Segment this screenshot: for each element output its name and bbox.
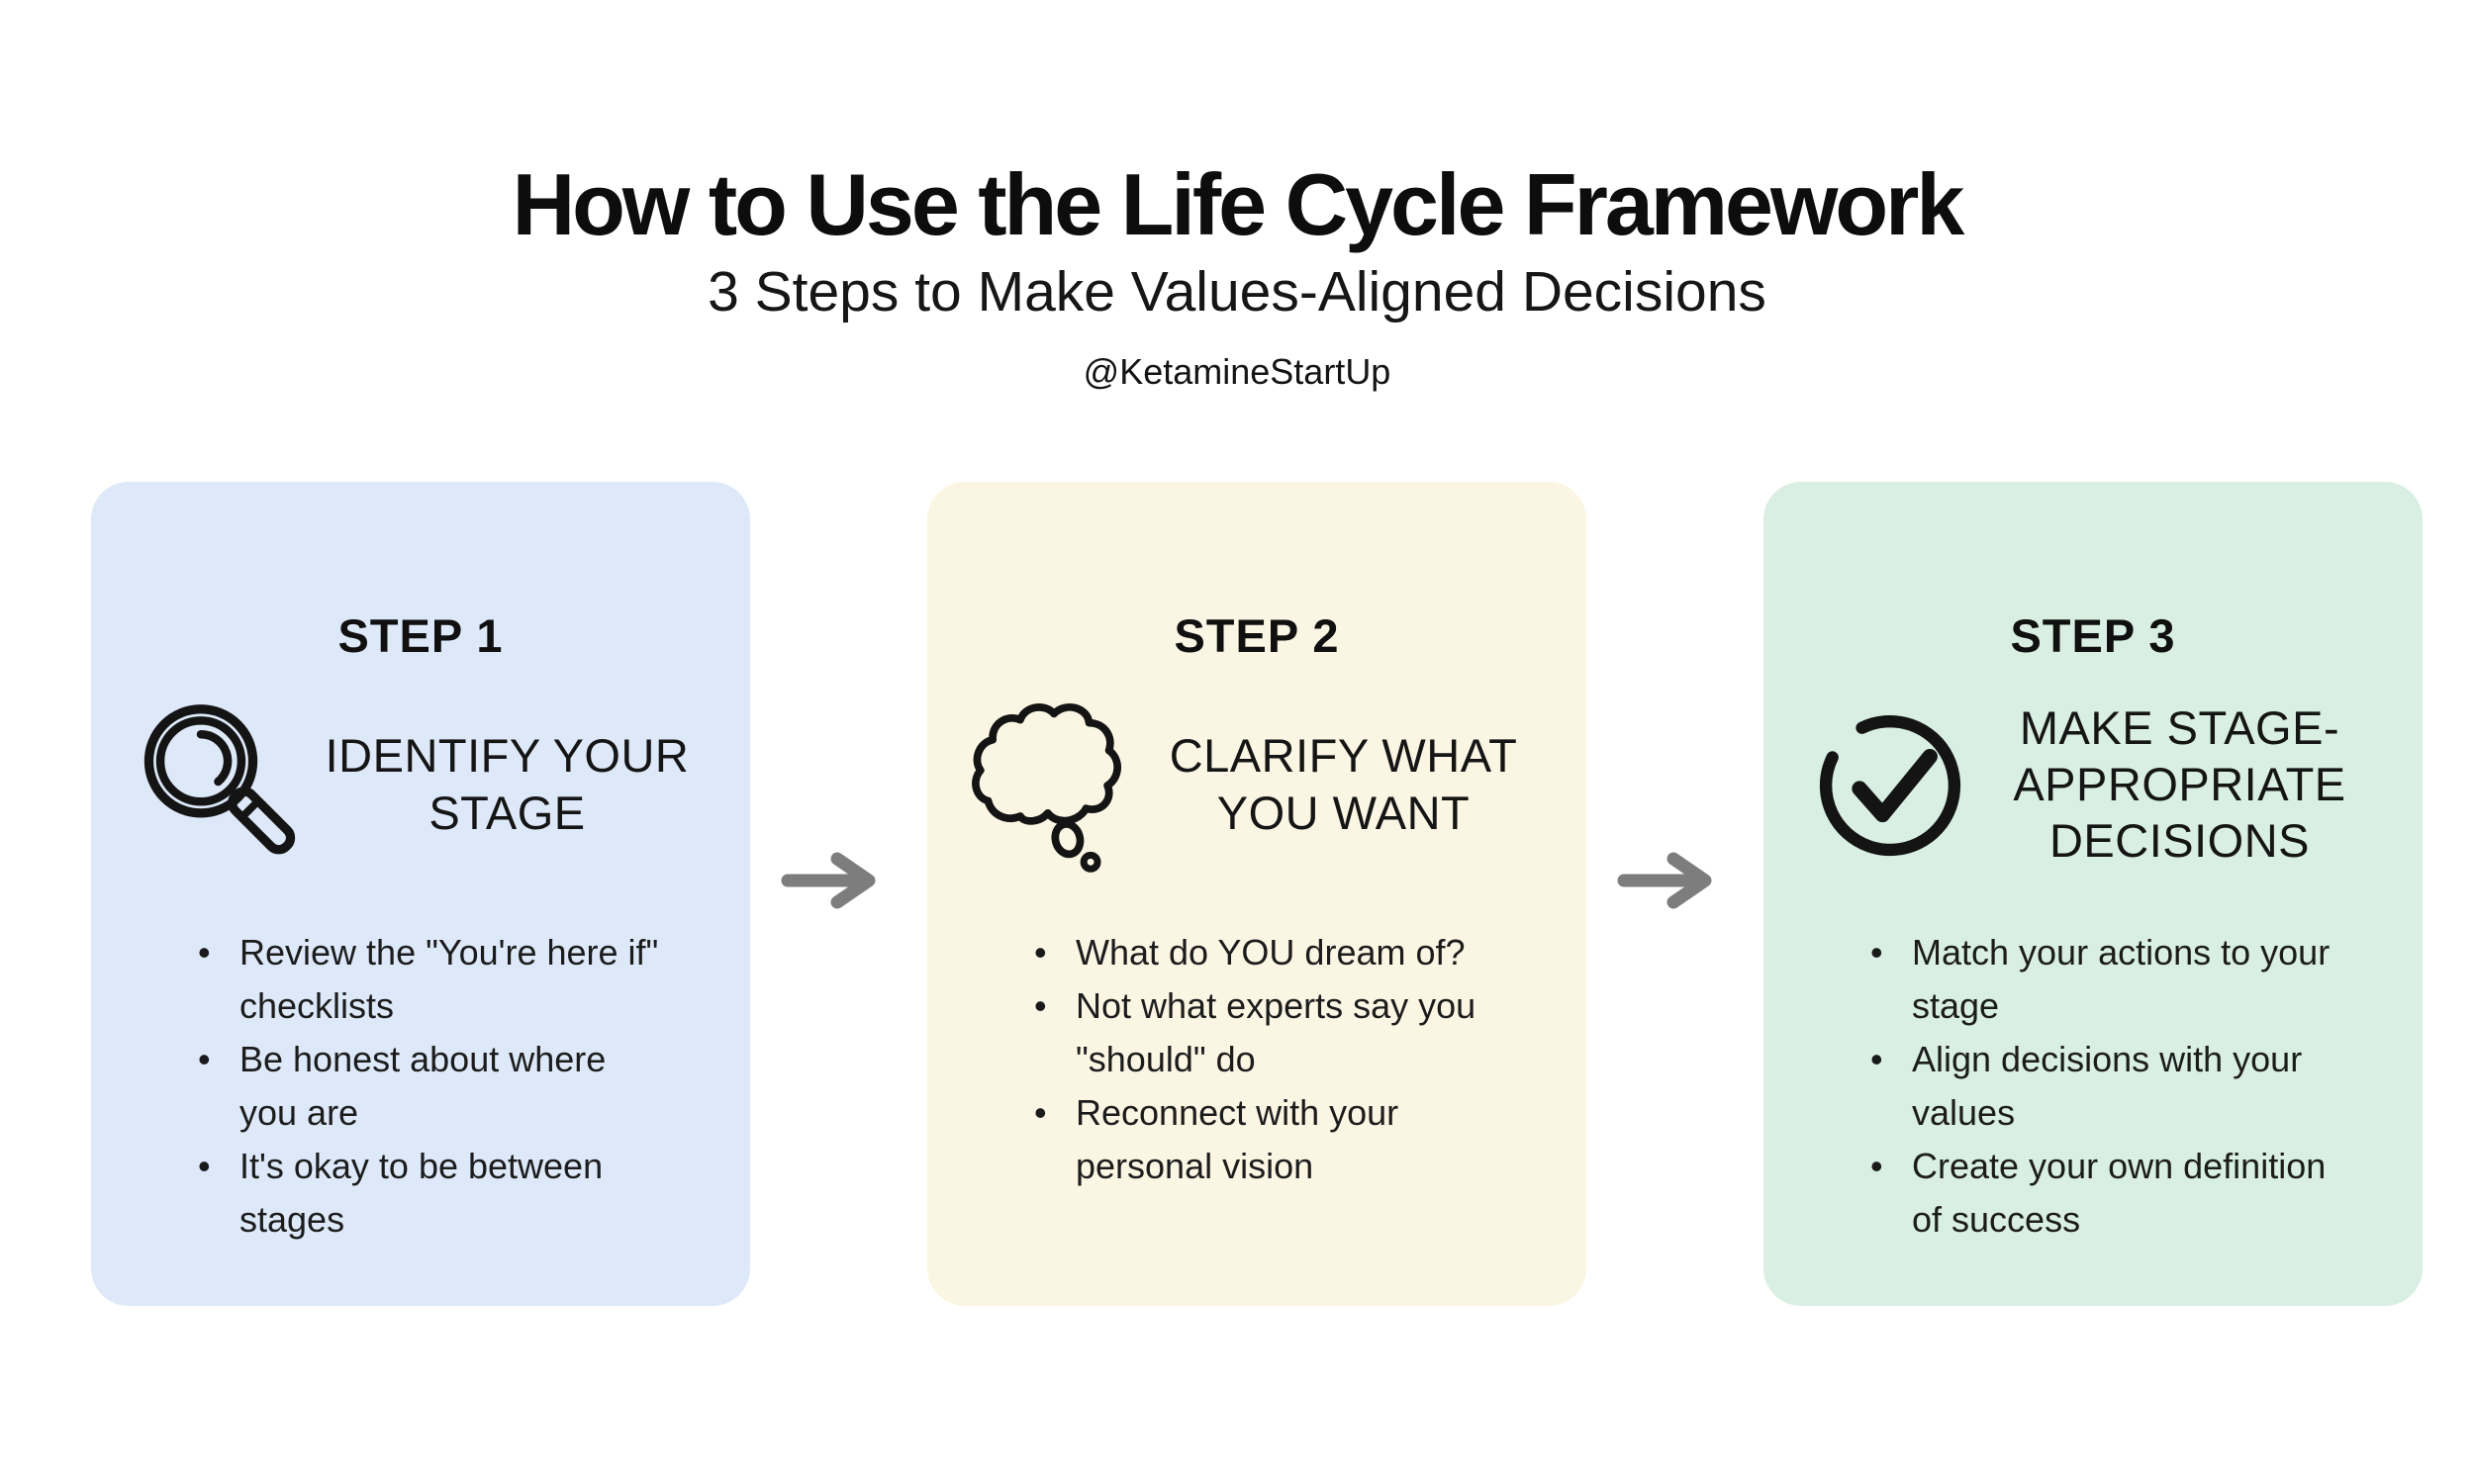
- bullet-text: Create your own definition of success: [1912, 1146, 2327, 1240]
- card-title: CLARIFY WHAT YOU WANT: [1169, 729, 1518, 839]
- bullet-dot: •: [1034, 932, 1047, 973]
- step-label: STEP 2: [1174, 609, 1340, 662]
- card-title: IDENTIFY YOUR STAGE: [325, 729, 690, 839]
- step-card-1: STEP 1 IDENTIFY YOUR STAGE: [91, 482, 750, 1306]
- bullet-dot: •: [198, 1146, 211, 1186]
- card-title: MAKE STAGE-APPROPRIATE DECISIONS: [2013, 700, 2346, 868]
- card-icon-box: [131, 686, 304, 883]
- card-icon-box: [967, 686, 1140, 883]
- check-circle-icon: [1819, 714, 1960, 857]
- bullet-dot: •: [1870, 1146, 1883, 1186]
- card-header-row: CLARIFY WHAT YOU WANT: [967, 668, 1547, 900]
- page-title: How to Use the Life Cycle Framework: [512, 155, 1965, 253]
- card-icon-box: [1803, 686, 1976, 883]
- bullet-text: Be honest about where you are: [239, 1039, 607, 1133]
- bullet-dot: •: [1870, 1039, 1883, 1079]
- bullet-dot: •: [1870, 932, 1883, 973]
- bullet-list: • Match your actions to your stage • Align …: [1803, 926, 2383, 1247]
- bullet-text: Reconnect with your personal vision: [1076, 1092, 1399, 1186]
- bullet-text: It's okay to be between stages: [239, 1146, 604, 1240]
- bullet-item: • Align decisions with your values: [1870, 1033, 2337, 1140]
- step-card-3: STEP 3 MAKE STAGE-APPROPRIATE DECISIONS …: [1763, 482, 2423, 1306]
- step-card-2: STEP 2 CLARIFY WHAT YOU WANT • What do YO…: [927, 482, 1586, 1306]
- bullet-list: •Review the "You're here if" checklists•…: [131, 926, 711, 1247]
- bullet-item: • Not what experts say you "should" do: [1034, 979, 1501, 1086]
- bullet-item: • It's okay to be between stages: [198, 1140, 665, 1247]
- bullet-dot: •: [1034, 1092, 1047, 1133]
- bullet-text: What do YOU dream of?: [1076, 932, 1466, 973]
- step-label: STEP 1: [337, 609, 504, 662]
- bullet-item: • Create your own definition of success: [1870, 1140, 2337, 1247]
- infographic-header: How to Use the Life Cycle Framework 3 St…: [0, 155, 2474, 393]
- arrow-right-icon: [781, 852, 875, 908]
- thought-cloud-icon: [971, 702, 1121, 873]
- bullet-item: • Match your actions to your stage: [1870, 926, 2337, 1033]
- card-header-row: IDENTIFY YOUR STAGE: [131, 668, 711, 900]
- bullet-dot: •: [198, 932, 211, 973]
- bullet-item: • Review the "You're here if" checklists: [198, 926, 665, 1033]
- card-header-row: MAKE STAGE-APPROPRIATE DECISIONS: [1803, 668, 2383, 900]
- bullet-item: • Be honest about where you are: [198, 1033, 665, 1140]
- card-gutter: [1586, 482, 1763, 1306]
- page-subtitle: 3 Steps to Make Values-Aligned Decisions: [708, 259, 1766, 324]
- bullet-dot: •: [198, 1039, 211, 1079]
- arrow-right-icon: [1617, 852, 1711, 908]
- bullet-text: Not what experts say you "should" do: [1076, 985, 1476, 1079]
- bullet-item: • Reconnect with your personal vision: [1034, 1086, 1501, 1193]
- magnifying-glass-icon: [143, 704, 295, 855]
- bullet-item: • What do YOU dream of?: [1034, 926, 1501, 979]
- author-handle: @KetamineStartUp: [1083, 350, 1391, 392]
- bullet-list: • What do YOU dream of? • Not what experts …: [967, 926, 1547, 1193]
- bullet-dot: •: [1034, 985, 1047, 1026]
- cards-row: STEP 1 IDENTIFY YOUR STAGE: [91, 482, 2423, 1306]
- step-label: STEP 3: [2010, 609, 2176, 662]
- bullet-text: Review the "You're here if" checklists: [239, 932, 659, 1026]
- bullet-text: Match your actions to your stage: [1912, 932, 2331, 1026]
- card-gutter: [750, 482, 927, 1306]
- bullet-text: Align decisions with your values: [1912, 1039, 2303, 1133]
